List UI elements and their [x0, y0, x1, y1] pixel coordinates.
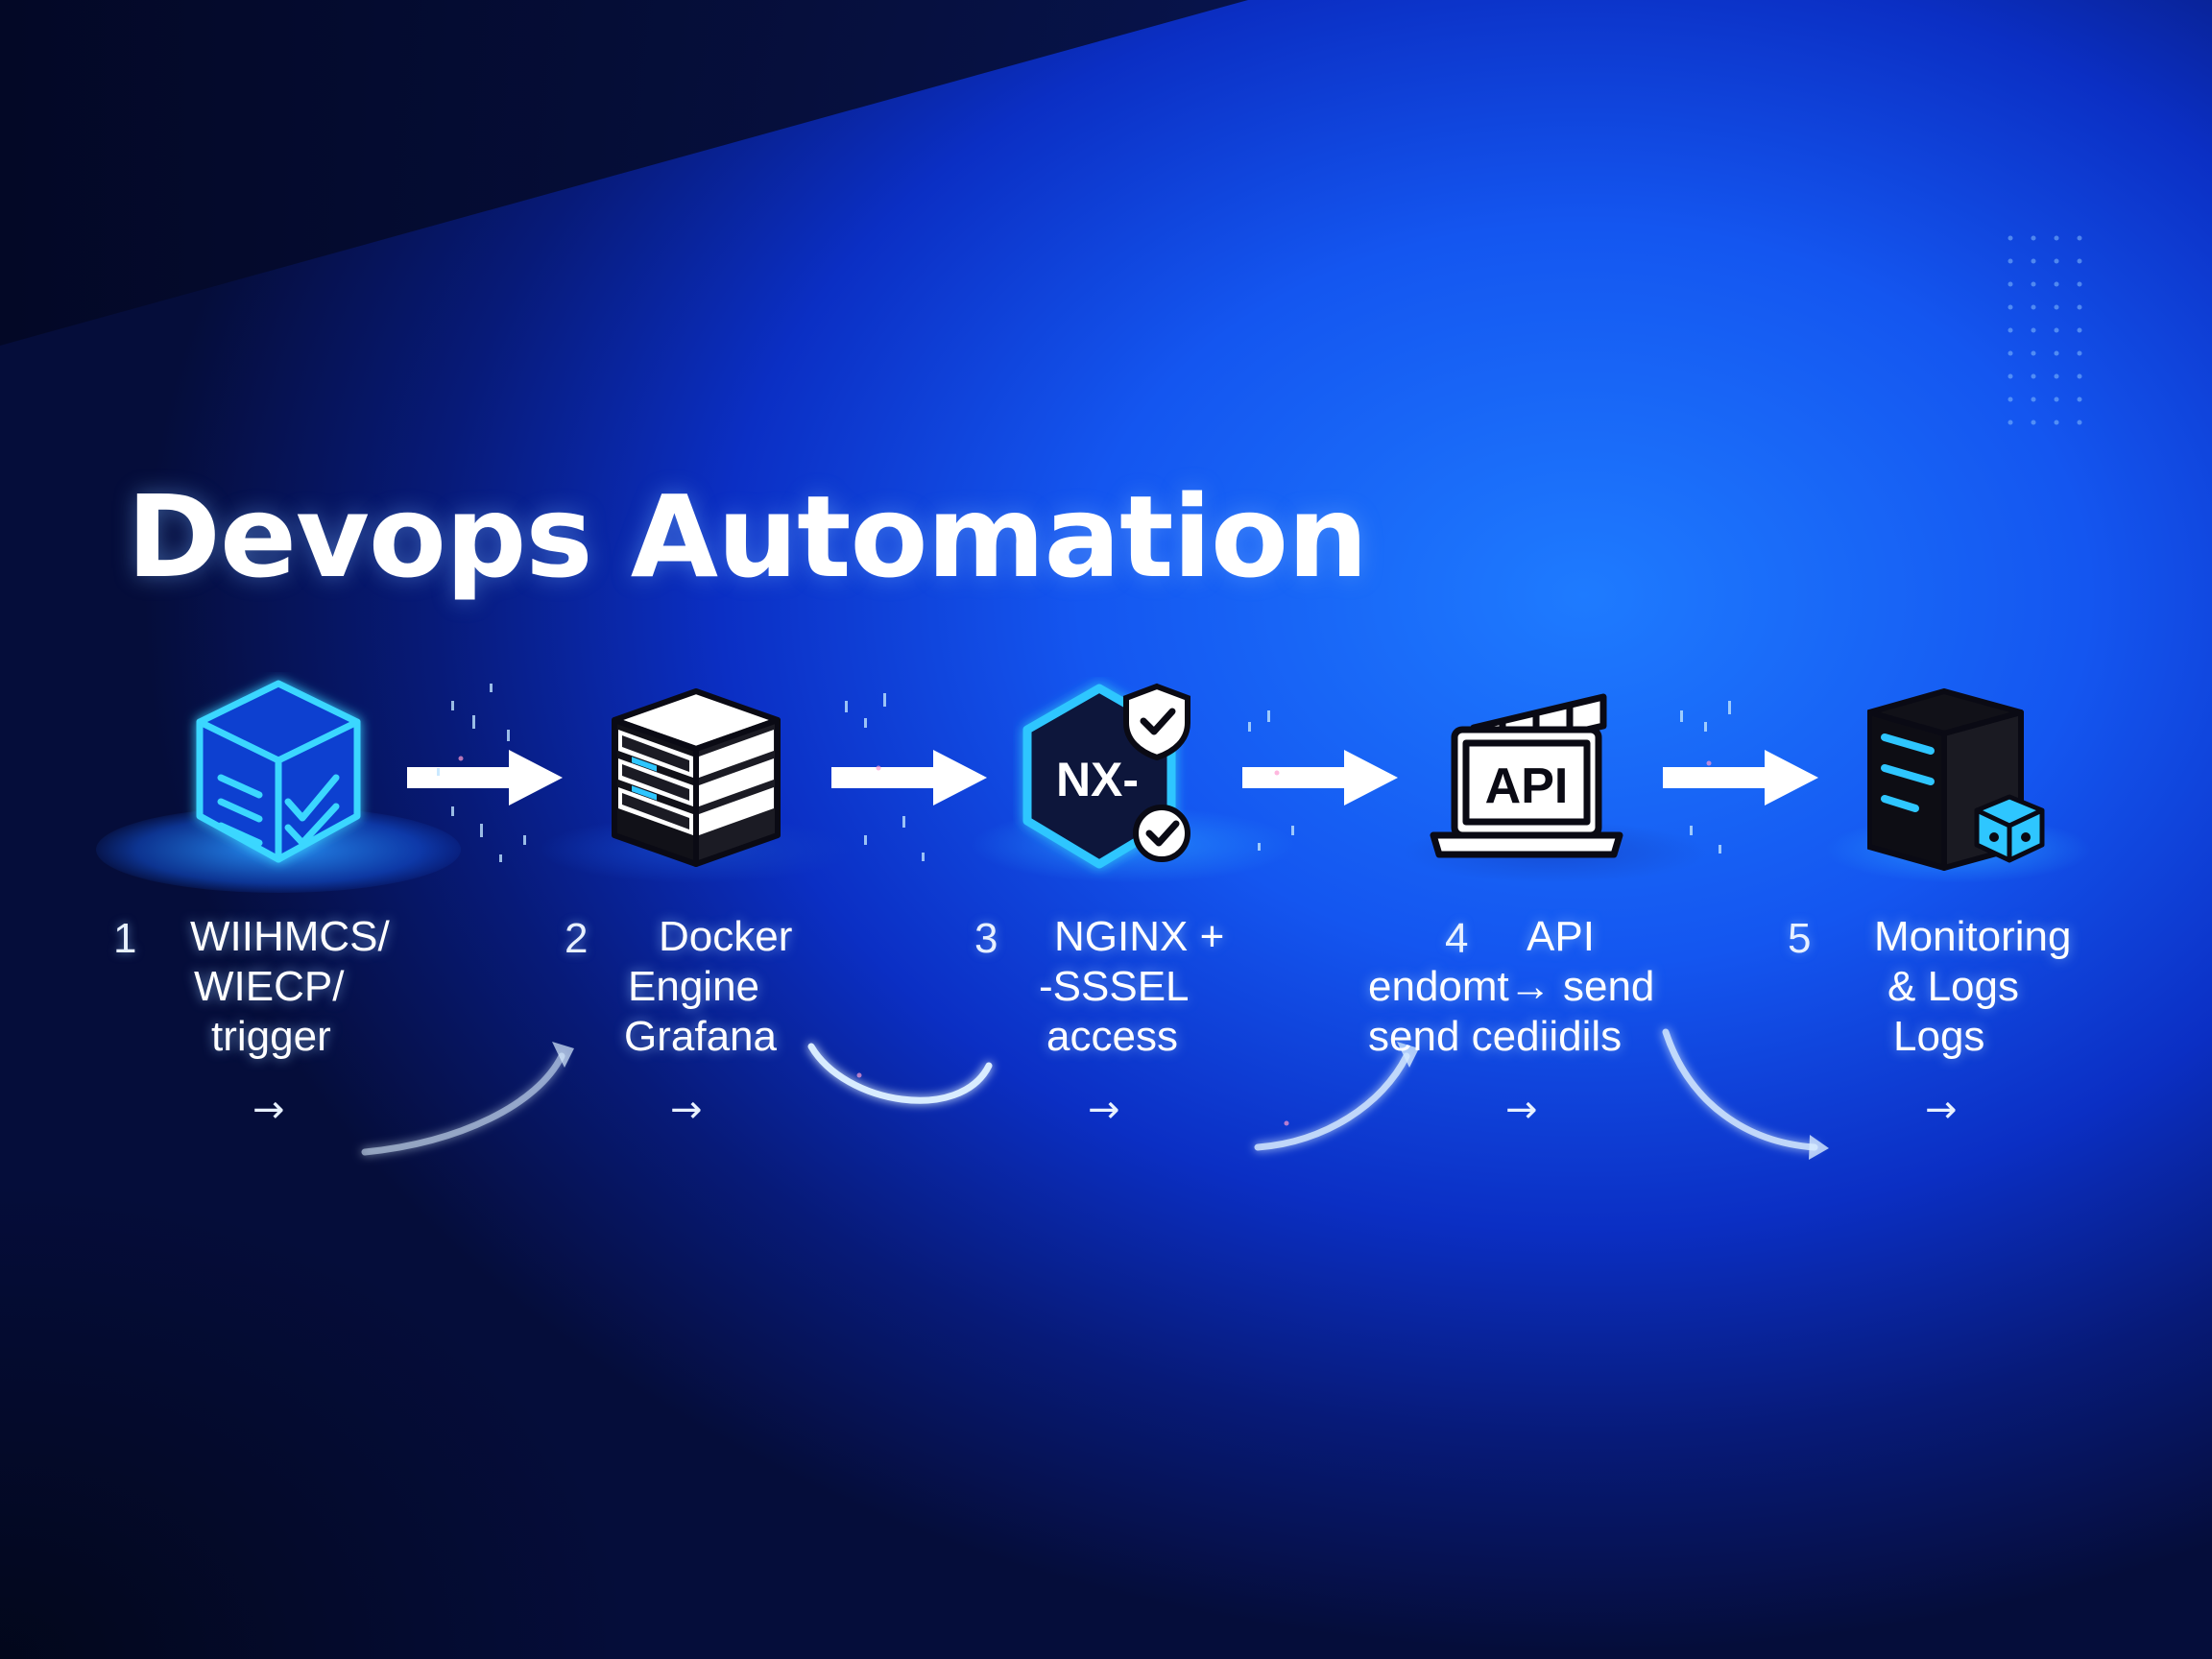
- step-4-next-arrow: →: [1505, 1088, 1538, 1132]
- step-1-next-arrow: →: [252, 1088, 285, 1132]
- step-2-label: Docker Engine Grafana: [624, 912, 874, 1062]
- step-5-line-2: & Logs: [1887, 963, 2019, 1010]
- server-stack-icon: [612, 688, 781, 867]
- step-1-line-1: WIIHMCS/: [190, 913, 390, 960]
- step-3-next-arrow: →: [1088, 1088, 1120, 1132]
- cube-checklist-icon: [196, 680, 361, 863]
- step-4-label: API endomt→ send send cediidils: [1368, 912, 1695, 1062]
- step-3-line-1: NGINX +: [1054, 913, 1225, 960]
- step-3-number: 3: [974, 915, 998, 962]
- connector-arrow-4-5: [1663, 750, 1818, 805]
- connector-arrow-1-2: [407, 750, 563, 805]
- page-title: Devops Automation: [127, 470, 1368, 603]
- api-laptop-icon: API: [1430, 693, 1623, 858]
- step-4-line-2: endomt→ send: [1368, 963, 1655, 1010]
- step-2-line-1: Docker: [659, 913, 793, 960]
- step-1-line-2: WIECP/: [194, 963, 345, 1010]
- step-2-line-3: Grafana: [624, 1013, 777, 1060]
- server-cube-icon: [1867, 688, 2045, 871]
- dot-grid-decoration: [2008, 235, 2082, 425]
- step-3-badge: NX-: [1056, 753, 1139, 806]
- step-1-line-3: trigger: [211, 1013, 331, 1060]
- shield-hexagon-icon: NX-: [1022, 683, 1190, 869]
- step-5-line-3: Logs: [1893, 1013, 1985, 1060]
- step-5-label: Monitoring & Logs Logs: [1874, 912, 2124, 1062]
- step-3-line-2: -SSSEL: [1039, 963, 1190, 1010]
- step-1-number: 1: [113, 915, 137, 962]
- step-2-number: 2: [565, 915, 589, 962]
- step-2-line-2: Engine: [628, 963, 760, 1010]
- step-3-label: NGINX + -SSSEL access: [1039, 912, 1288, 1062]
- step-4-line-1: API: [1527, 913, 1595, 960]
- step-5-next-arrow: →: [1925, 1088, 1958, 1132]
- step-4-line-3: send cediidils: [1368, 1013, 1623, 1060]
- step-4-badge: API: [1485, 758, 1569, 814]
- step-5-number: 5: [1788, 915, 1812, 962]
- step-5-line-1: Monitoring: [1874, 913, 2072, 960]
- step-1-label: WIIHMCS/ WIECP/ trigger: [190, 912, 440, 1062]
- step-2-next-arrow: →: [670, 1088, 703, 1132]
- connector-arrow-3-4: [1242, 750, 1398, 805]
- step-3-line-3: access: [1046, 1013, 1178, 1060]
- connector-arrow-2-3: [831, 750, 987, 805]
- step-4-number: 4: [1445, 915, 1469, 962]
